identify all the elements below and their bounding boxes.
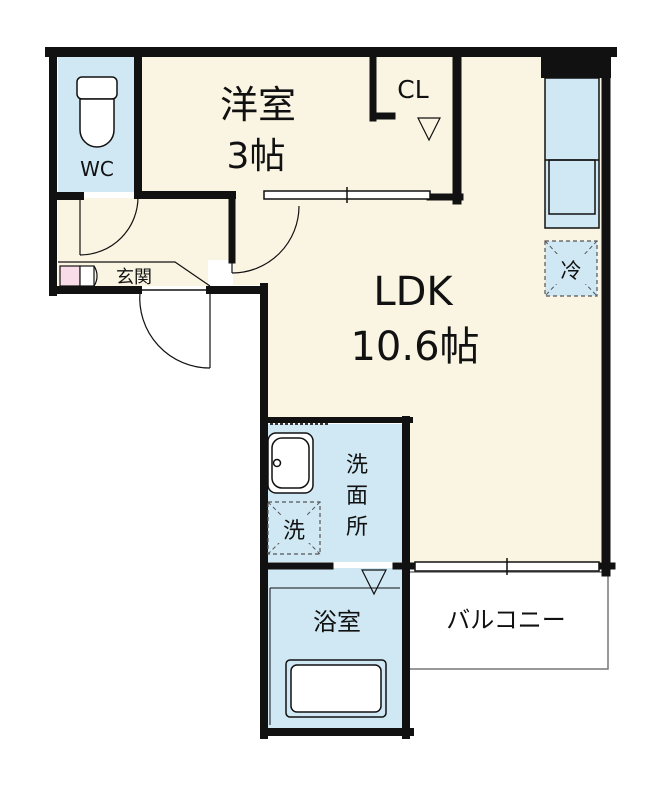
western-room-name: 洋室 bbox=[220, 83, 296, 127]
balcony-floor bbox=[405, 571, 609, 670]
closet-label: CL bbox=[397, 75, 428, 104]
ldk-floor-lower bbox=[264, 285, 603, 420]
wc-label: WC bbox=[80, 157, 114, 181]
toilet-icon bbox=[76, 76, 118, 148]
hallway-floor bbox=[58, 198, 233, 260]
western-sliding-door bbox=[263, 187, 431, 203]
ldk-floor-bottom bbox=[403, 420, 603, 565]
doors bbox=[79, 117, 441, 596]
washing-machine-space: 洗 bbox=[267, 501, 321, 555]
washroom-label-2: 面 bbox=[346, 484, 368, 509]
washroom-label-3: 所 bbox=[346, 515, 368, 540]
ldk-size: 10.6帖 bbox=[350, 324, 479, 370]
entrance-label: 玄関 bbox=[116, 267, 152, 288]
balcony-label: バルコニー bbox=[446, 606, 566, 634]
western-room-size: 3帖 bbox=[227, 136, 286, 177]
ldk-name: LDK bbox=[373, 269, 454, 315]
bath-label: 浴室 bbox=[313, 608, 361, 636]
washbasin-icon bbox=[267, 432, 314, 494]
shoe-box bbox=[59, 265, 81, 287]
labels: 洋室 3帖 CL WC 玄関 LDK 10.6帖 洗 面 所 浴室 バルコニー bbox=[80, 75, 566, 636]
fridge-label: 冷 bbox=[561, 259, 582, 283]
kitchen-counter bbox=[544, 77, 600, 229]
fridge-space: 冷 bbox=[544, 240, 598, 297]
balcony-window bbox=[414, 558, 600, 575]
ldk-floor bbox=[233, 57, 603, 285]
entrance-step bbox=[58, 261, 211, 287]
washer-label: 洗 bbox=[283, 519, 305, 544]
bathtub-icon bbox=[269, 587, 400, 725]
washroom-label-1: 洗 bbox=[346, 453, 368, 478]
